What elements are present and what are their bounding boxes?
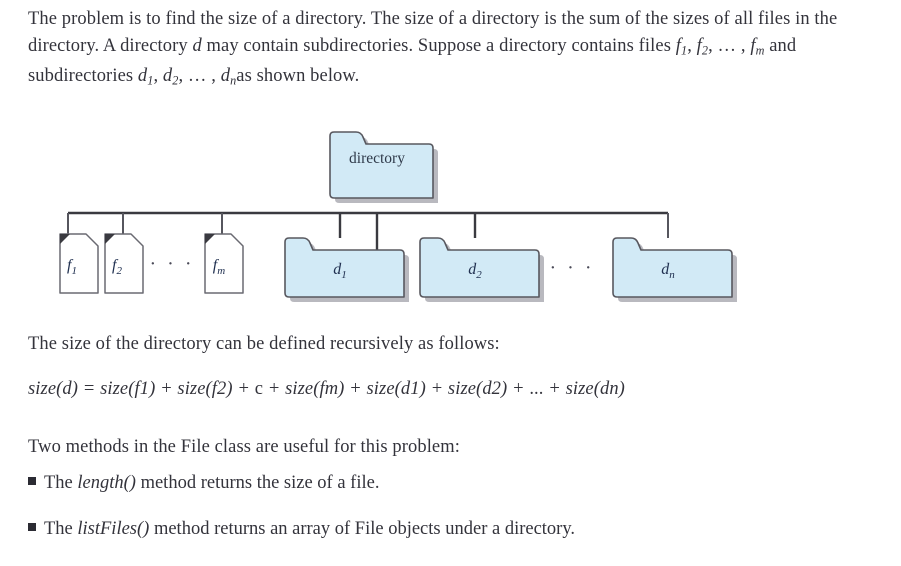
folder-node-d2[interactable]: d2 bbox=[419, 237, 544, 302]
formula-sep-2: + bbox=[263, 379, 286, 399]
formula-lhs: size(d) bbox=[28, 379, 79, 399]
file-f2-name: f bbox=[112, 257, 119, 274]
intro-comma-4: , … , bbox=[178, 66, 221, 87]
folder-node-root[interactable]: directory bbox=[329, 131, 438, 203]
intro-comma-1: , bbox=[687, 35, 697, 56]
bullet-2-suffix: method returns an array of File objects … bbox=[149, 519, 576, 539]
file-f1-icon bbox=[59, 233, 99, 294]
formula-sep-5: + bbox=[507, 379, 530, 399]
bullet-1-suffix: method returns the size of a file. bbox=[135, 473, 380, 493]
formula-term-6: ... bbox=[529, 379, 544, 399]
folder-root-body bbox=[329, 131, 434, 199]
files-ellipsis: · · · bbox=[150, 253, 195, 275]
formula-equals: = bbox=[78, 379, 101, 399]
folder-d1-name: d bbox=[333, 261, 342, 278]
intro-paragraph: The problem is to find the size of a dir… bbox=[28, 6, 880, 94]
file-f1-label: f1 bbox=[67, 257, 77, 277]
folder-node-dn[interactable]: dn bbox=[612, 237, 737, 302]
intro-var-f1-sub: 1 bbox=[681, 42, 688, 57]
formula-term-7: size(dn) bbox=[565, 379, 625, 399]
folder-d1-label: d1 bbox=[333, 261, 347, 281]
folder-d2-name: d bbox=[468, 261, 477, 278]
folder-dn-label: dn bbox=[661, 261, 675, 281]
folder-d1-body bbox=[284, 237, 405, 298]
intro-var-f1: f bbox=[675, 35, 681, 56]
intro-var-d: d bbox=[192, 35, 202, 56]
bullet-2-code: listFiles() bbox=[77, 519, 150, 539]
folder-d2-subscript: 2 bbox=[476, 269, 482, 281]
directory-tree-diagram: directory f1 f2 · · · fm d1 d2 · · · dn bbox=[0, 112, 901, 312]
file-f1-name: f bbox=[67, 257, 74, 274]
file-f2-fold bbox=[105, 234, 115, 244]
tree-drops-dirs bbox=[338, 213, 477, 238]
formula-sep-4: + bbox=[425, 379, 448, 399]
intro-var-d2-sub: 2 bbox=[172, 73, 179, 88]
subdirs-ellipsis: · · · bbox=[550, 257, 595, 279]
recursive-definition-line: The size of the directory can be defined… bbox=[28, 334, 500, 354]
intro-var-f2: f bbox=[696, 35, 702, 56]
intro-comma-2: , … , bbox=[708, 35, 751, 56]
file-fm-fold bbox=[205, 234, 215, 244]
formula-sep-0: + bbox=[155, 379, 178, 399]
intro-var-fm-sub: m bbox=[755, 42, 765, 57]
intro-text-1: The problem is to find the size of a dir… bbox=[28, 9, 838, 56]
formula-sep-1: + bbox=[232, 379, 255, 399]
folder-dn-body bbox=[612, 237, 733, 298]
file-f2-subscript: 2 bbox=[116, 265, 122, 277]
bullet-2-text: The listFiles() method returns an array … bbox=[44, 516, 575, 542]
bullet-1-code: length() bbox=[77, 473, 136, 493]
intro-var-f2-sub: 2 bbox=[701, 42, 709, 57]
intro-var-dn-sub: n bbox=[230, 73, 237, 88]
list-item: The length() method returns the size of … bbox=[28, 470, 379, 496]
file-fm-name: f bbox=[213, 257, 220, 274]
folder-d2-body bbox=[419, 237, 540, 298]
file-fm-icon bbox=[204, 233, 244, 294]
list-item: The listFiles() method returns an array … bbox=[28, 516, 575, 542]
formula-sep-3: + bbox=[344, 379, 367, 399]
formula-term-3: size(fm) bbox=[285, 379, 345, 399]
intro-var-d1: d bbox=[137, 66, 148, 87]
file-f2-label: f2 bbox=[112, 257, 122, 277]
file-f1-subscript: 1 bbox=[71, 265, 77, 277]
folder-node-d1[interactable]: d1 bbox=[284, 237, 409, 302]
formula-sep-6: + bbox=[543, 379, 566, 399]
formula-term-1: size(f2) bbox=[177, 379, 233, 399]
two-methods-line: Two methods in the File class are useful… bbox=[28, 437, 460, 457]
intro-text-4: as shown below. bbox=[236, 66, 360, 87]
bullet-square-icon bbox=[28, 523, 36, 531]
intro-var-d2: d bbox=[162, 66, 173, 87]
intro-var-dn: d bbox=[220, 66, 231, 87]
bullet-2-prefix: The bbox=[44, 519, 78, 539]
file-f1-fold bbox=[60, 234, 70, 244]
file-node-f1[interactable]: f1 bbox=[59, 233, 99, 294]
intro-comma-3: , bbox=[153, 66, 163, 87]
file-fm-label: fm bbox=[213, 257, 225, 277]
file-fm-subscript: m bbox=[217, 265, 225, 277]
formula-term-0: size(f1) bbox=[100, 379, 156, 399]
formula-term-4: size(d1) bbox=[366, 379, 426, 399]
folder-d2-label: d2 bbox=[468, 261, 482, 281]
folder-dn-name: d bbox=[661, 261, 670, 278]
size-formula: size(d) = size(f1) + size(f2) + c + size… bbox=[28, 376, 625, 403]
intro-var-fm: f bbox=[750, 35, 756, 56]
intro-text-2: may contain subdirectories. Suppose a di… bbox=[201, 35, 676, 56]
bullet-square-icon bbox=[28, 477, 36, 485]
file-node-fm[interactable]: fm bbox=[204, 233, 244, 294]
folder-root-label: directory bbox=[349, 150, 405, 167]
formula-term-5: size(d2) bbox=[447, 379, 508, 399]
file-f2-icon bbox=[104, 233, 144, 294]
bullet-1-text: The length() method returns the size of … bbox=[44, 470, 379, 496]
folder-d1-subscript: 1 bbox=[341, 269, 347, 281]
tree-drops bbox=[67, 213, 223, 234]
folder-dn-subscript: n bbox=[669, 269, 675, 281]
intro-var-d1-sub: 1 bbox=[147, 73, 154, 88]
bullet-1-prefix: The bbox=[44, 473, 78, 493]
intro-text-3: and subdirectories bbox=[28, 35, 797, 87]
formula-term-2: c bbox=[254, 379, 264, 399]
file-node-f2[interactable]: f2 bbox=[104, 233, 144, 294]
